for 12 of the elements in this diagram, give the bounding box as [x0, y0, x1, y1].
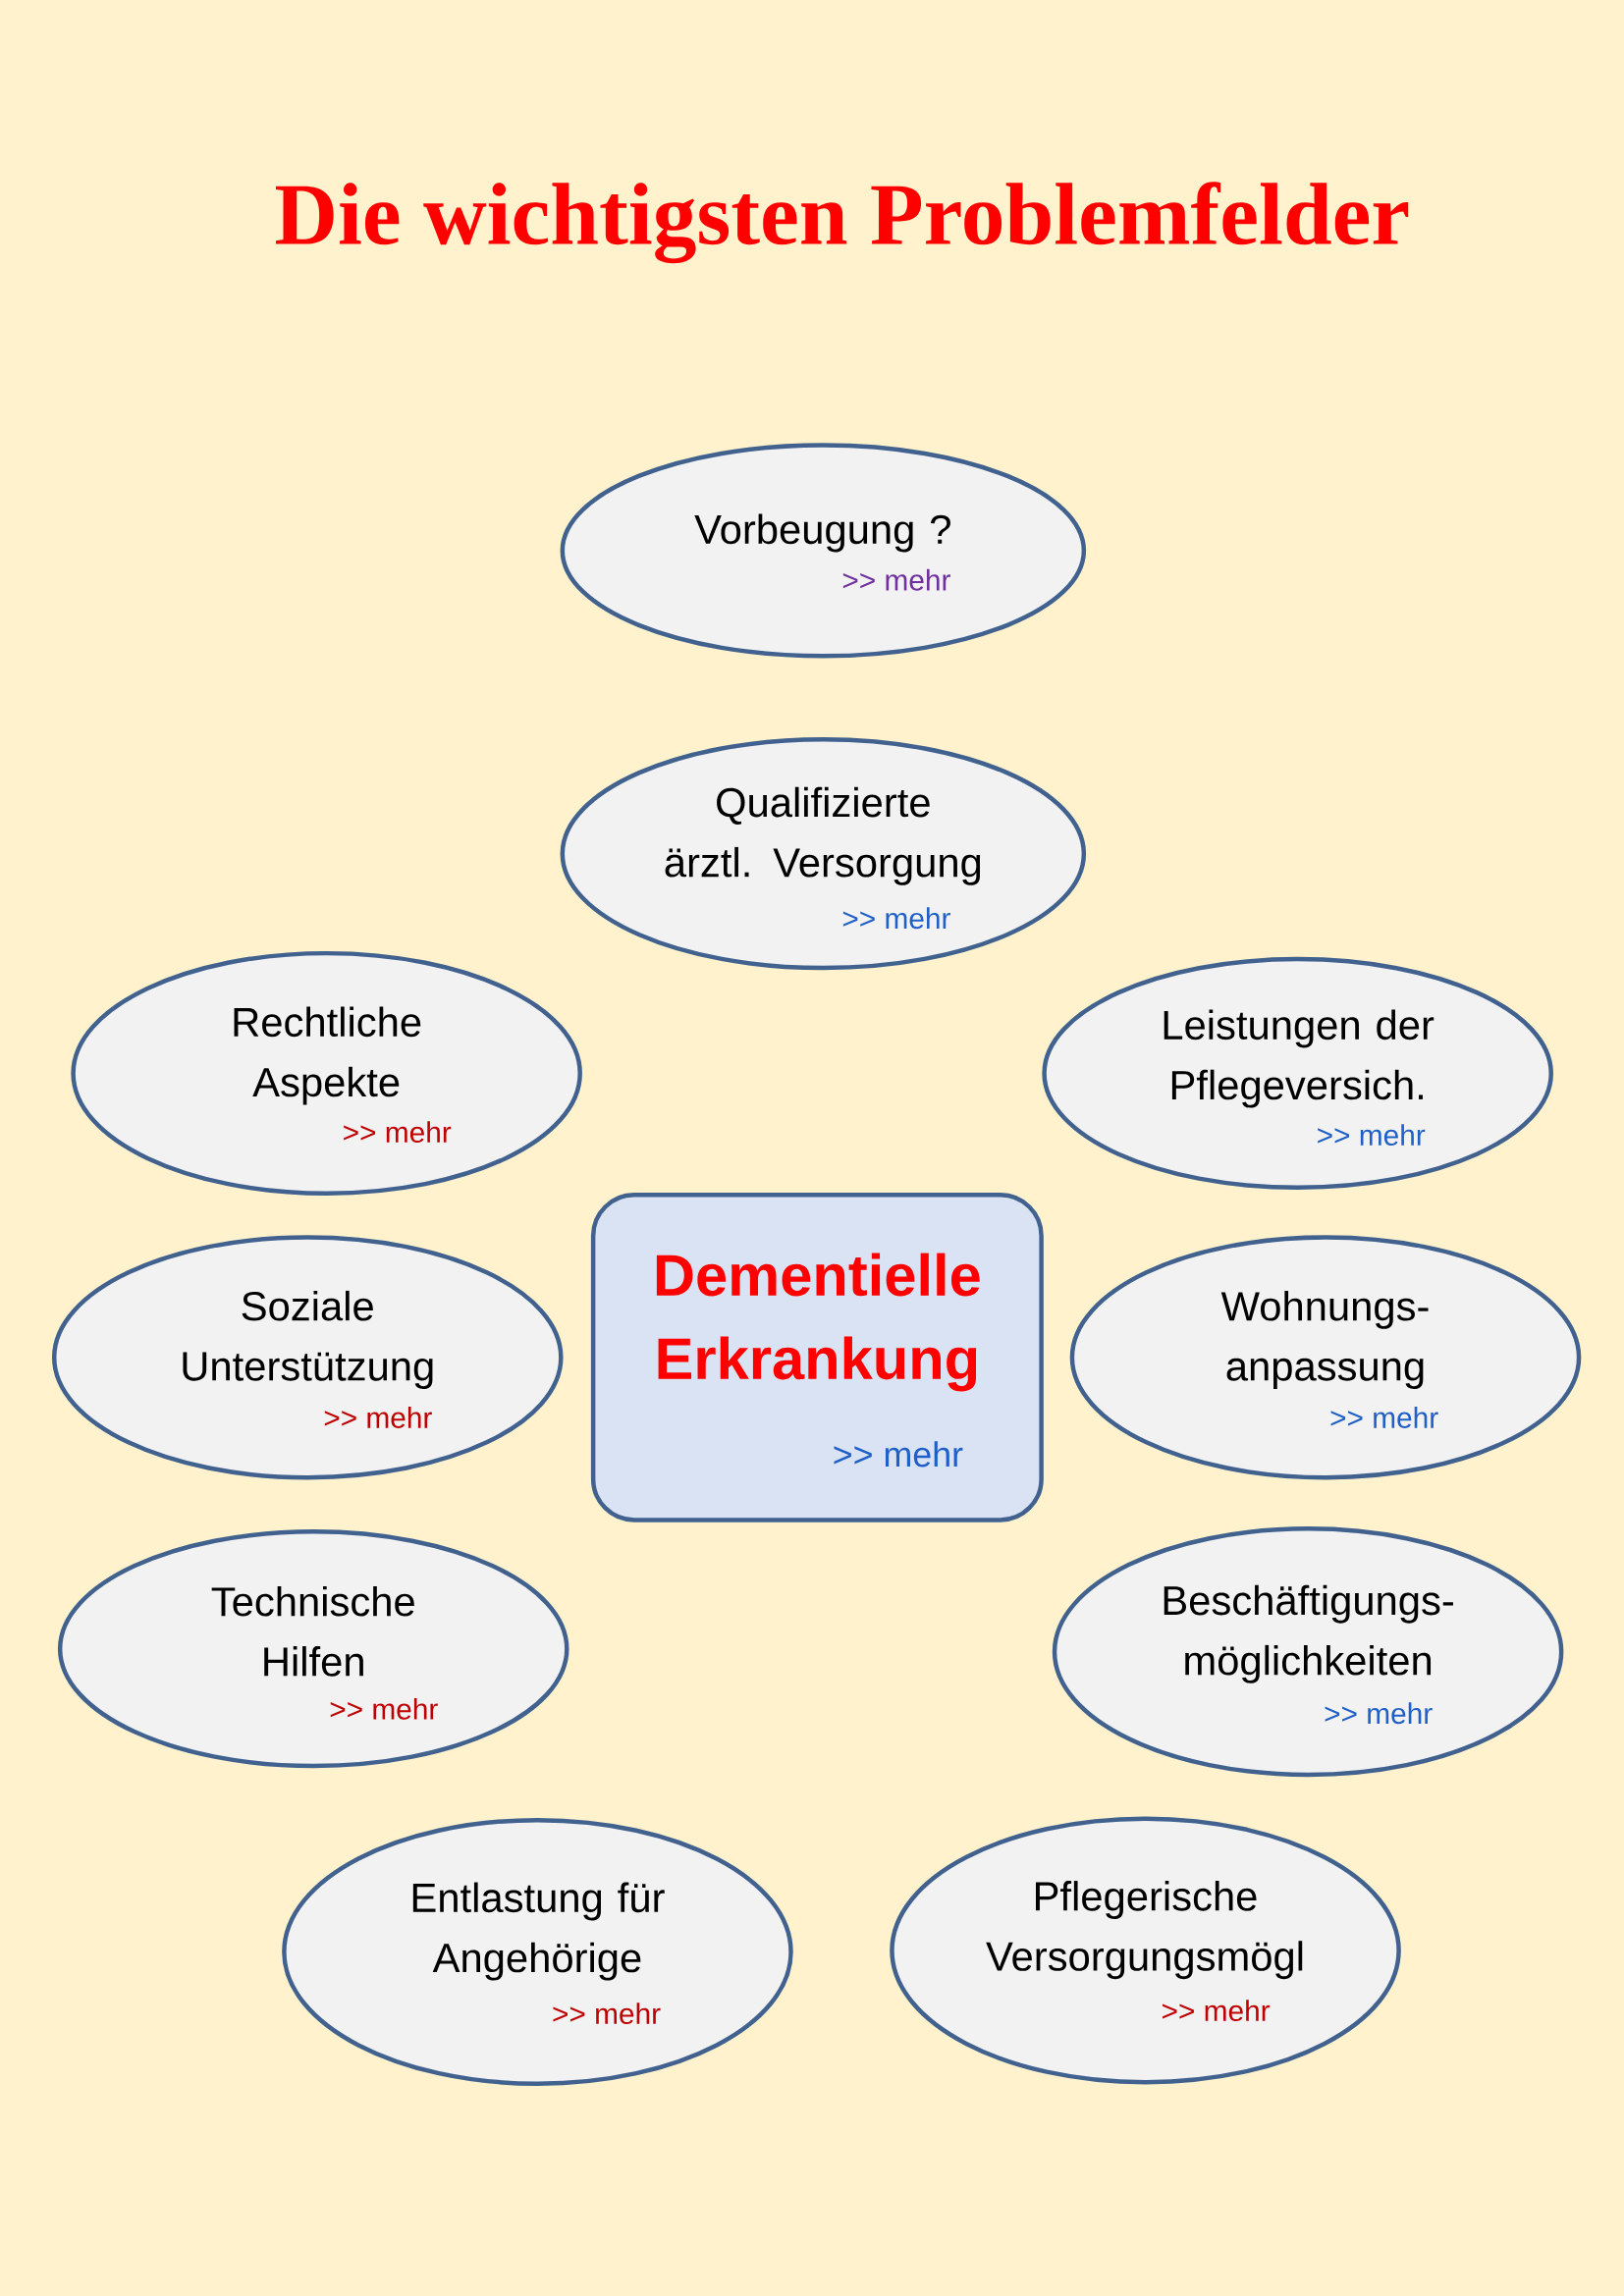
more-link: >> mehr: [1325, 1702, 1433, 1725]
more-link: >> mehr: [330, 1697, 438, 1720]
more-link: >> mehr: [842, 907, 950, 930]
more-link: >> mehr: [1162, 2000, 1270, 2022]
more-link: >> mehr: [834, 1441, 963, 1468]
more-link: >> mehr: [842, 568, 950, 591]
title: Die wichtigsten Problemfelder: [275, 182, 1409, 264]
more-link: >> mehr: [553, 2002, 661, 2025]
more-link: >> mehr: [324, 1407, 432, 1428]
more-link: >> mehr: [344, 1121, 452, 1144]
more-link: >> mehr: [1318, 1124, 1426, 1147]
more-link: >> mehr: [1330, 1407, 1438, 1428]
